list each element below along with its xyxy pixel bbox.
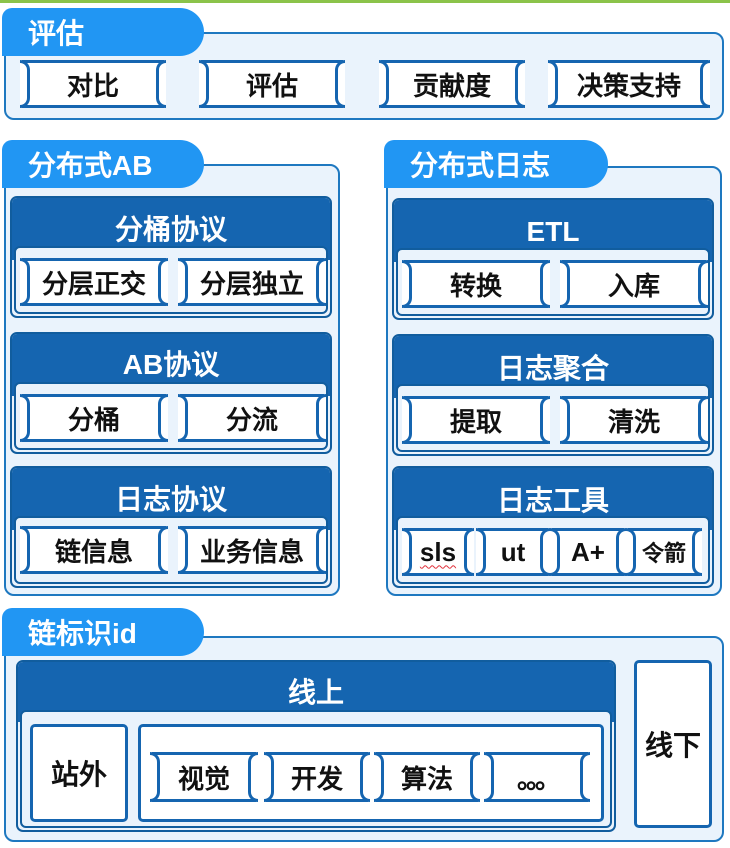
log-item-sls[interactable]: sls	[402, 528, 474, 576]
chain-item-vision[interactable]: 视觉	[150, 752, 258, 802]
chain-offline-box[interactable]: 线下	[634, 660, 712, 828]
ab-item-bucket[interactable]: 分桶	[20, 394, 168, 442]
log-item-clean[interactable]: 清洗	[560, 396, 708, 444]
evaluate-item-evaluate[interactable]: 评估	[199, 60, 345, 108]
ab-title: 分布式AB	[2, 140, 204, 188]
evaluate-title: 评估	[2, 8, 204, 56]
log-title: 分布式日志	[384, 140, 608, 188]
chain-item-algorithm[interactable]: 算法	[374, 752, 480, 802]
ab-item-traffic-split[interactable]: 分流	[178, 394, 326, 442]
chain-item-more[interactable]: 。。。	[484, 752, 590, 802]
ab-item-chain-info[interactable]: 链信息	[20, 526, 168, 574]
evaluate-item-contribution[interactable]: 贡献度	[379, 60, 525, 108]
chain-offsite-box[interactable]: 站外	[30, 724, 128, 822]
log-item-ut[interactable]: ut	[476, 528, 550, 576]
log-item-transform[interactable]: 转换	[402, 260, 550, 308]
ab-item-business-info[interactable]: 业务信息	[178, 526, 326, 574]
log-item-store[interactable]: 入库	[560, 260, 708, 308]
log-item-lingjian[interactable]: 令箭	[626, 528, 702, 576]
top-accent-bar	[0, 0, 730, 3]
evaluate-item-decision-support[interactable]: 决策支持	[548, 60, 710, 108]
chain-title: 链标识id	[2, 608, 204, 656]
evaluate-item-compare[interactable]: 对比	[20, 60, 166, 108]
log-item-a-plus[interactable]: A+	[550, 528, 626, 576]
ab-item-layer-orthogonal[interactable]: 分层正交	[20, 258, 168, 306]
chain-item-dev[interactable]: 开发	[264, 752, 370, 802]
log-item-extract[interactable]: 提取	[402, 396, 550, 444]
ab-item-layer-independent[interactable]: 分层独立	[178, 258, 326, 306]
